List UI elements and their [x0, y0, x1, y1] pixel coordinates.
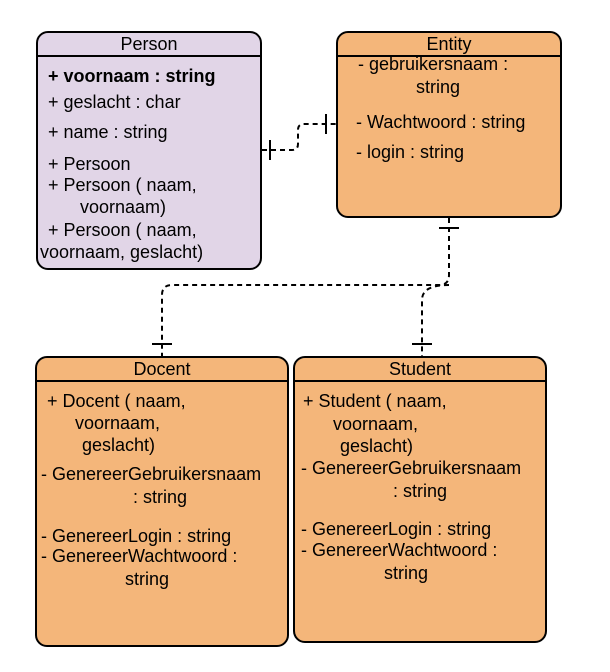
- person-ctor-2b: voornaam): [80, 197, 167, 217]
- docent-method-wachtwoord-a: - GenereerWachtwoord :: [41, 546, 238, 566]
- entity-attr-gebruikersnaam-b: string: [416, 77, 461, 97]
- student-method-login: - GenereerLogin : string: [301, 519, 492, 539]
- docent-ctor-b: voornaam,: [75, 413, 161, 433]
- entity-attr-gebruikersnaam-a: - gebruikersnaam :: [358, 54, 509, 74]
- student-ctor-c: geslacht): [340, 436, 414, 456]
- docent-method-gebruikersnaam-a: - GenereerGebruikersnaam: [41, 464, 262, 484]
- docent-class-title: Docent: [37, 358, 287, 382]
- person-attr-name: + name : string: [48, 122, 168, 142]
- person-attr-geslacht: + geslacht : char: [48, 92, 181, 112]
- docent-method-login: - GenereerLogin : string: [41, 526, 232, 546]
- docent-class-box[interactable]: Docent + Docent ( naam, voornaam, geslac…: [35, 356, 289, 647]
- person-ctor-2a: + Persoon ( naam,: [48, 175, 197, 195]
- person-ctor-1: + Persoon: [48, 154, 131, 174]
- person-class-box[interactable]: Person + voornaam : string + geslacht : …: [36, 31, 262, 270]
- person-entity-connector: [262, 123, 337, 151]
- person-ctor-3a: + Persoon ( naam,: [48, 220, 197, 240]
- entity-attr-login: - login : string: [356, 142, 465, 162]
- student-method-gebruikersnaam-b: : string: [393, 481, 448, 501]
- student-class-box[interactable]: Student + Student ( naam, voornaam, gesl…: [293, 356, 547, 643]
- docent-ctor-c: geslacht): [82, 435, 156, 455]
- entity-class-title: Entity: [338, 33, 560, 57]
- person-ctor-3b: voornaam, geslacht): [40, 242, 204, 262]
- student-method-gebruikersnaam-a: - GenereerGebruikersnaam: [301, 458, 522, 478]
- entity-student-connector: [421, 284, 450, 356]
- entity-class-box[interactable]: Entity - gebruikersnaam : string - Wacht…: [336, 31, 562, 218]
- person-attr-voornaam: + voornaam : string: [48, 66, 216, 86]
- docent-method-wachtwoord-b: string: [125, 569, 170, 589]
- student-method-wachtwoord-a: - GenereerWachtwoord :: [301, 540, 498, 560]
- entity-attr-wachtwoord: - Wachtwoord : string: [356, 112, 526, 132]
- entity-docent-connector: [161, 218, 450, 356]
- student-method-wachtwoord-b: string: [384, 563, 429, 583]
- docent-ctor-a: + Docent ( naam,: [47, 391, 186, 411]
- docent-method-gebruikersnaam-b: : string: [133, 487, 188, 507]
- student-ctor-a: + Student ( naam,: [303, 391, 447, 411]
- student-ctor-b: voornaam,: [333, 414, 419, 434]
- person-class-title: Person: [38, 33, 260, 57]
- student-class-title: Student: [295, 358, 545, 382]
